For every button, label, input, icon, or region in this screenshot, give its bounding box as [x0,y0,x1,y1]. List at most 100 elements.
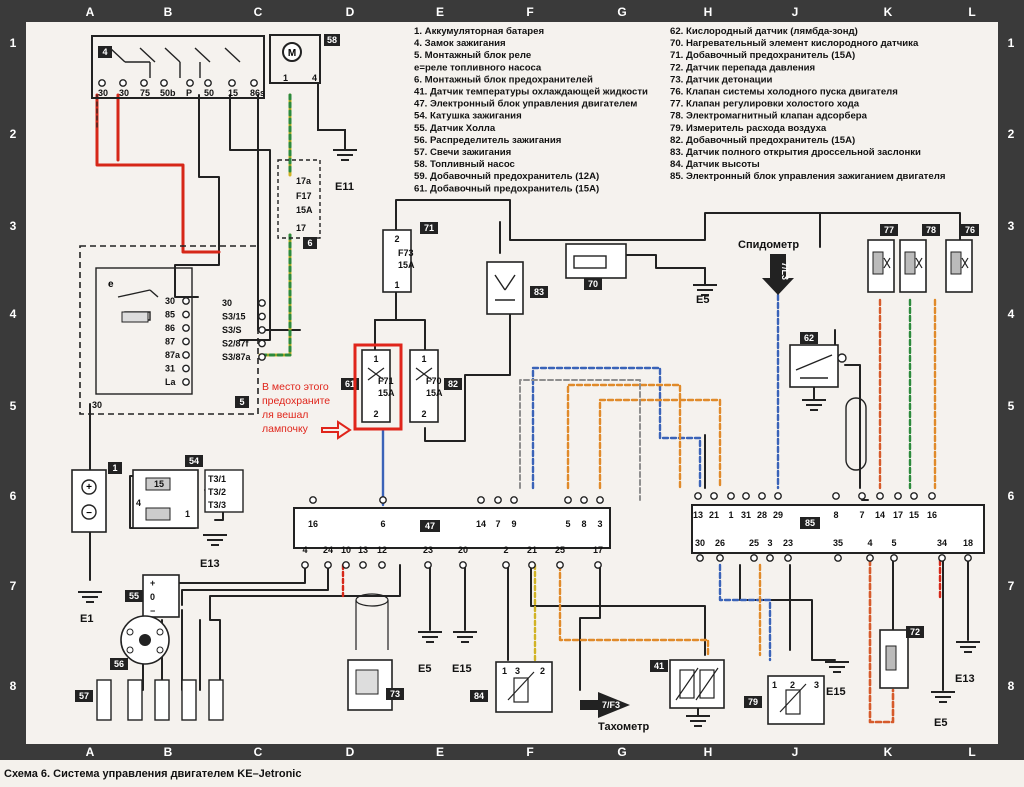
highlight-box [353,343,403,431]
grid-row-label: 5 [10,399,17,413]
fuse-f70: 1 F70 15A 2 82 [409,349,462,423]
grid-row-label: 8 [1008,679,1015,693]
grid-row-label: 6 [10,489,17,503]
svg-text:−: − [86,508,92,519]
svg-text:T3/1: T3/1 [208,474,226,484]
ground-e15-bottom: E15 [452,631,477,675]
svg-text:15A: 15A [398,260,415,270]
ground-e1: E1 [78,591,102,625]
svg-text:79: 79 [748,697,758,707]
distributor: 56 [110,615,170,670]
legend-item: 55. Датчик Холла [414,123,496,134]
ground-e5-top: E5 [693,284,717,306]
grid-row-label: 5 [1008,399,1015,413]
svg-text:2: 2 [540,666,545,676]
legend-item: 83. Датчик полного открытия дроссельной … [670,147,921,158]
svg-text:84: 84 [474,691,484,701]
svg-text:4: 4 [312,73,317,83]
ecu85-top-pin: 28 [757,510,767,520]
terminal [301,561,309,569]
terminal [502,561,510,569]
component-number-83: 83 [534,287,544,297]
svg-text:54: 54 [189,456,199,466]
svg-text:82: 82 [448,379,458,389]
user-annotation: В место этого предохраните ля вешал ламп… [262,381,352,440]
relay-output-label: S2/87f [222,339,250,349]
legend-item: 5. Монтажный блок реле [414,50,531,61]
pressure-diff-sensor: 72 [879,626,924,689]
svg-text:41: 41 [654,661,664,671]
terminal [459,561,467,569]
ecu85-top-pin: 7 [859,510,864,520]
ecu85-bottom-pin: 30 [695,538,705,548]
legend-item: 76. Клапан системы холодного пуска двига… [670,87,898,98]
terminal [182,364,190,373]
ecu85-bottom-pin: 25 [749,538,759,548]
svg-text:30: 30 [92,400,102,410]
canister-valve: 78 [899,224,940,293]
legend-item: 1. Аккумуляторная батарея [414,26,544,37]
component-number-70: 70 [588,279,598,289]
relay-pin-label: 30 [165,296,175,306]
terminal [182,378,190,386]
fuse-f17: 17a F17 15A 17 6 [277,159,321,249]
lambda-sensor: 62 [789,332,867,471]
svg-text:76: 76 [965,225,975,235]
grid-column-label: E [436,745,444,759]
ground-label: E11 [335,181,354,193]
relay-output-label: S3/S [222,325,242,335]
terminal [890,554,898,562]
terminal [494,496,502,504]
terminal [928,492,936,500]
relay-output-label: S3/87a [222,352,252,362]
ecu47-bottom-pin: 21 [527,545,537,555]
terminal [140,79,148,87]
terminal [694,492,702,500]
ecu85-bottom-pin: 18 [963,538,973,548]
terminal [938,554,946,562]
terminal [182,337,190,346]
ecu85-bottom-pin: 3 [767,538,772,548]
terminal [716,554,724,562]
hall-sensor: + 0 − 55 [125,574,180,618]
switch-pin-label: 50b [160,88,176,98]
relay-pin-label: La [165,377,176,387]
ground-e5-right: E5 [931,691,955,729]
ecu47-top-pin: 9 [511,519,516,529]
terminal [858,492,866,500]
terminal [258,326,266,334]
ecu47-bottom-pin: 23 [423,545,433,555]
ecu47-bottom-pin: 13 [358,545,368,555]
svg-text:1: 1 [502,666,507,676]
ecu85-bottom-pin: 35 [833,538,843,548]
terminal [832,492,840,500]
svg-text:1: 1 [373,354,378,364]
legend-item: 57. Свечи зажигания [414,147,511,158]
svg-text:ля вешал: ля вешал [262,409,308,421]
relay-pin-label: 87 [165,337,175,347]
svg-text:M: M [288,48,296,59]
svg-text:1: 1 [185,509,190,519]
ground-e13-right: E13 [955,641,980,685]
terminal [774,492,782,500]
svg-text:78: 78 [926,225,936,235]
grid-row-label: 6 [1008,489,1015,503]
grid-row-label: 8 [10,679,17,693]
terminal [258,353,266,361]
grid-column-label: D [346,745,355,759]
ecu47-bottom-pin: 2 [503,545,508,555]
switch-pin-label: 86s [250,88,265,98]
figure-caption: Схема 6. Система управления двигателем K… [4,768,301,780]
grid-row-label: 4 [1008,307,1015,321]
relay-pin-label: 31 [165,364,175,374]
legend-item: e=реле топливного насоса [414,62,542,73]
svg-text:1: 1 [283,73,288,83]
terminal [342,561,350,569]
relay-pin-label: 86 [165,323,175,333]
svg-text:15: 15 [154,479,164,489]
fuel-pump: M 1 4 58 [269,34,340,84]
svg-text:3: 3 [515,666,520,676]
